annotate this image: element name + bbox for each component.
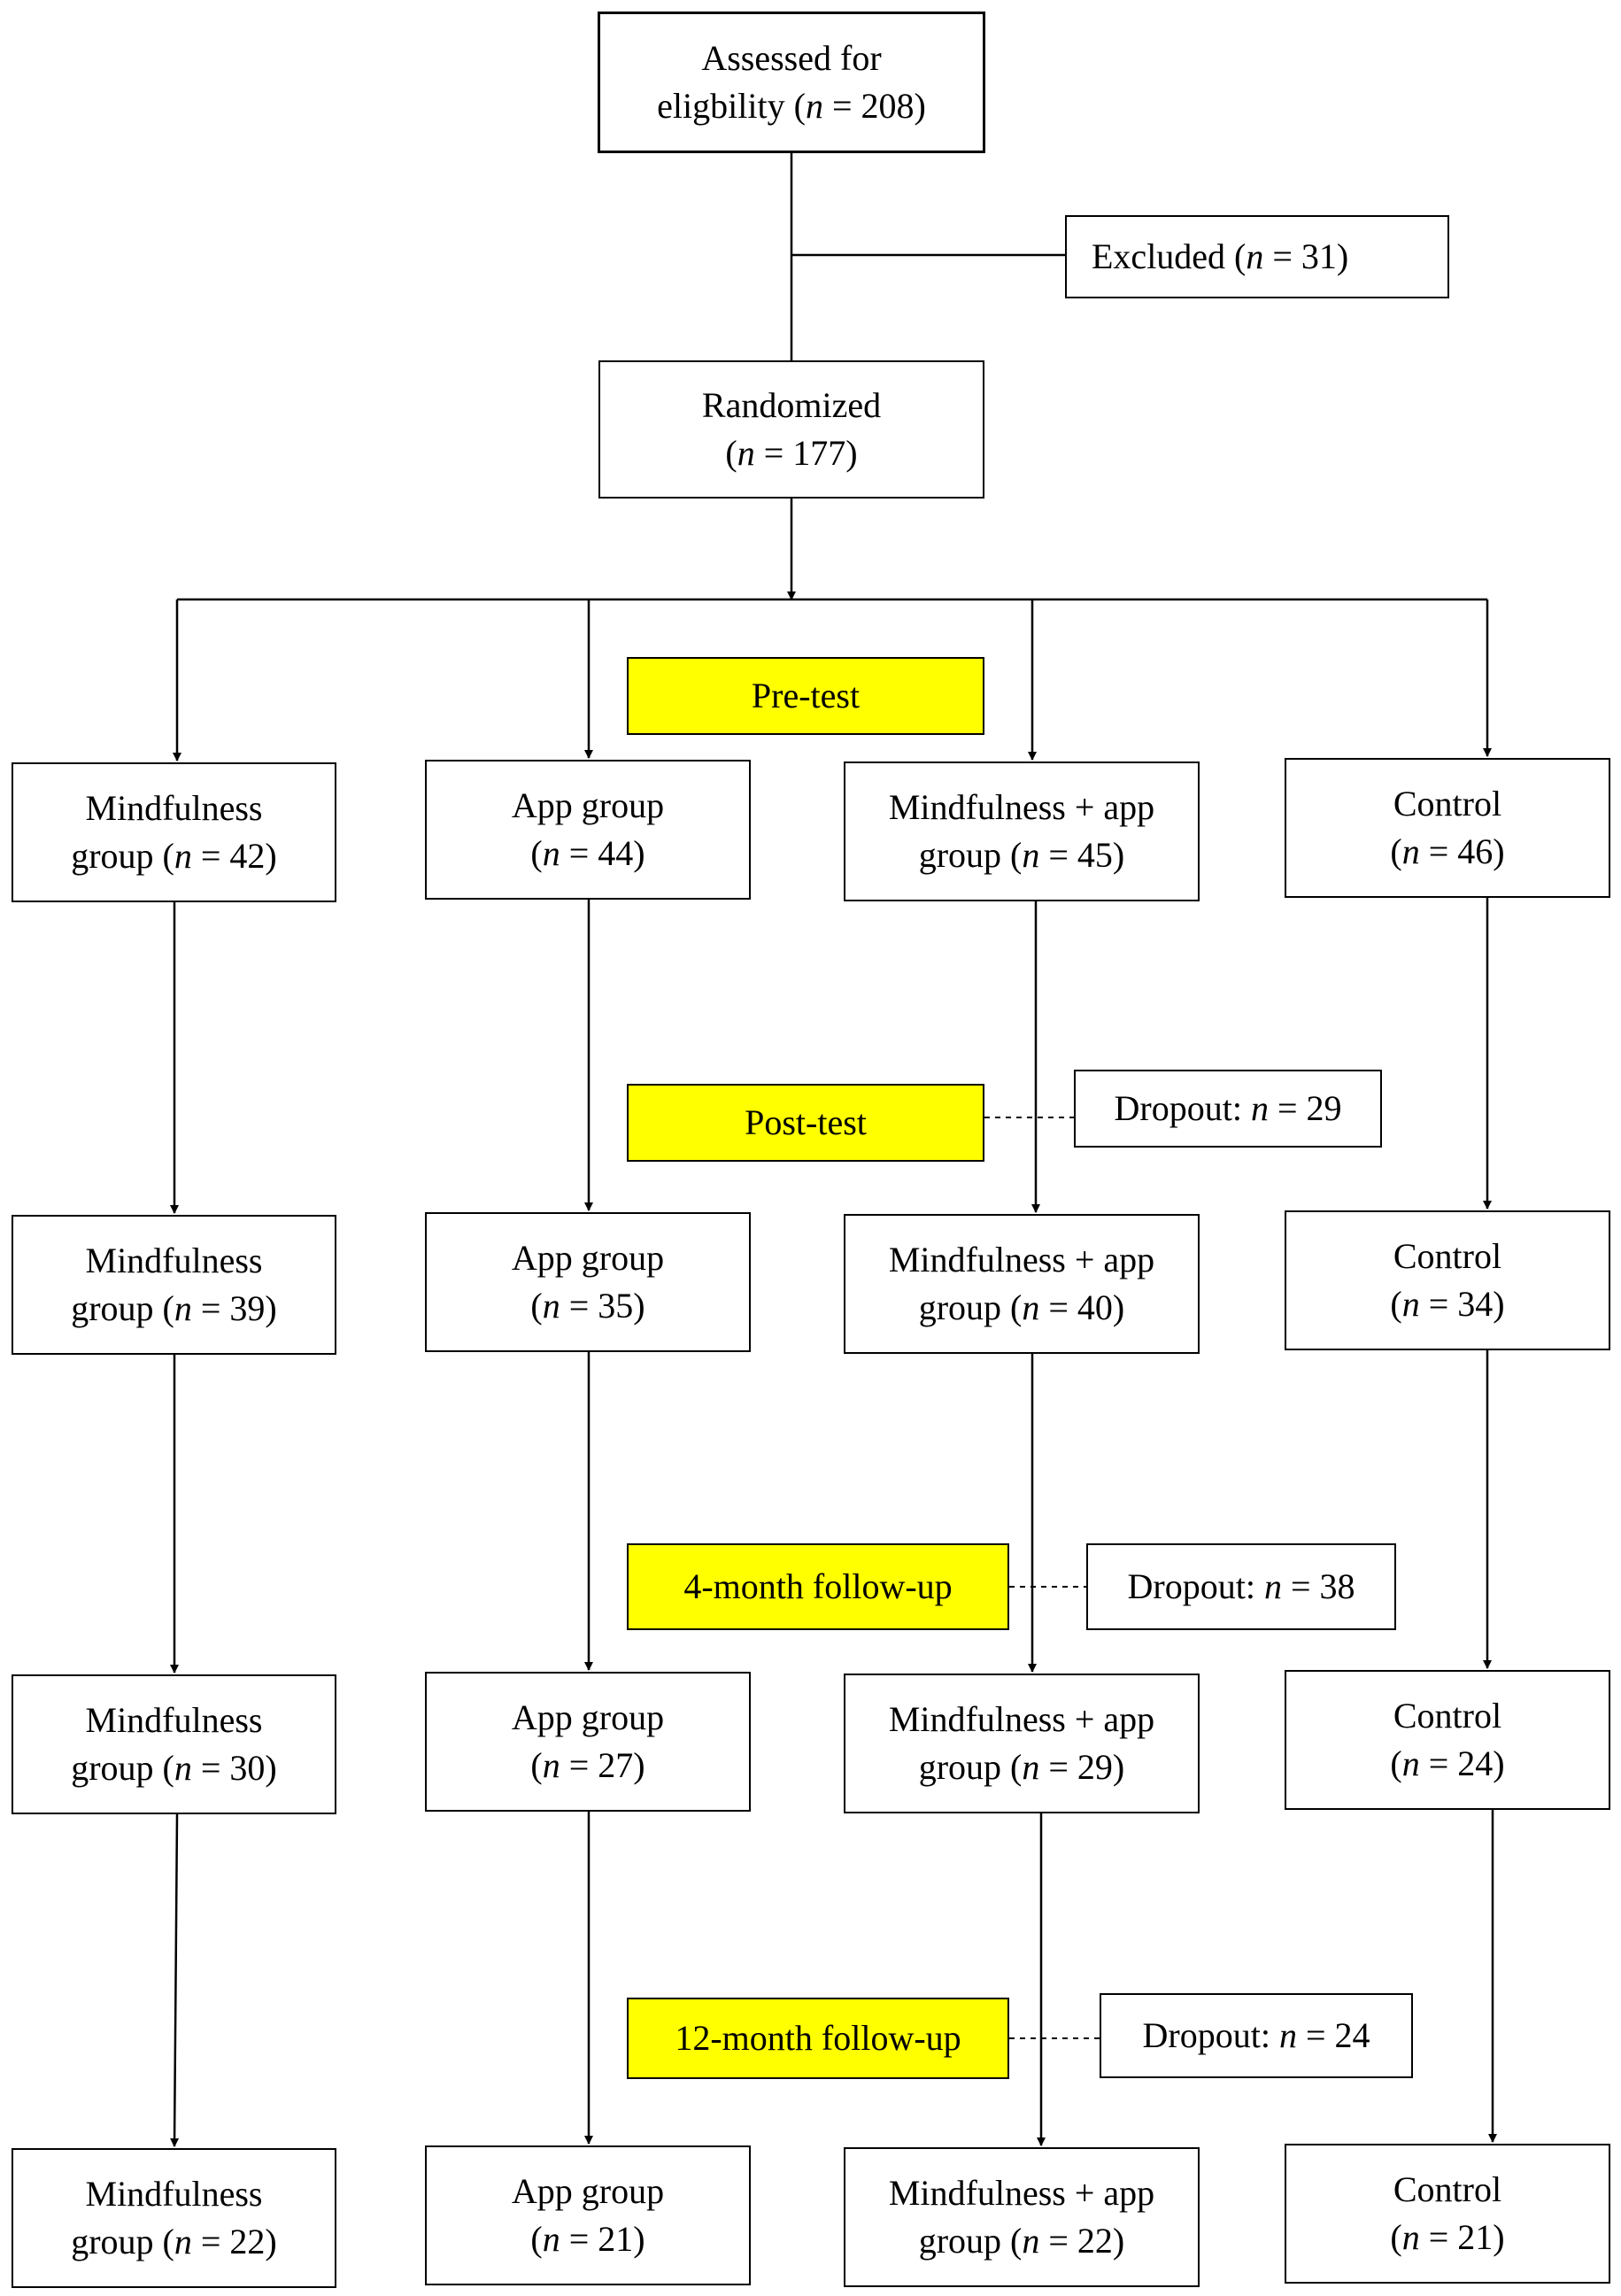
group-box-control-post: Control (n = 34)	[1285, 1210, 1610, 1350]
randomized-line1: Randomized	[701, 385, 882, 425]
group-box-mindfulness-app-12-month: Mindfulness + app group (n = 22)	[844, 2147, 1200, 2287]
group-box-mindfulness-pre: Mindfulness group (n = 42)	[12, 762, 336, 902]
excluded-label: Excluded (n = 31)	[1092, 236, 1349, 276]
group-box-app-post: App group (n = 35)	[425, 1212, 751, 1352]
group-box-app-4-month: App group (n = 27)	[425, 1672, 751, 1812]
group-box-mindfulness-app-post: Mindfulness + app group (n = 40)	[844, 1214, 1200, 1354]
randomized-box: Randomized (n = 177)	[598, 360, 984, 499]
randomized-line2: (n = 177)	[725, 433, 858, 473]
stage-12-month-followup: 12-month follow-up	[627, 1998, 1009, 2079]
stage-4-month-followup: 4-month follow-up	[627, 1543, 1009, 1630]
group-box-control-pre: Control (n = 46)	[1285, 758, 1610, 898]
excluded-box: Excluded (n = 31)	[1065, 215, 1449, 298]
dropout-4-month-box: Dropout: n = 38	[1086, 1543, 1396, 1630]
assessed-line1: Assessed for	[701, 38, 882, 78]
assessed-box: Assessed for eligbility (n = 208)	[598, 12, 985, 153]
group-box-mindfulness-4-month: Mindfulness group (n = 30)	[12, 1674, 336, 1814]
group-box-mindfulness-12-month: Mindfulness group (n = 22)	[12, 2148, 336, 2288]
stage-pretest: Pre-test	[627, 657, 984, 735]
dropout-12-month-box: Dropout: n = 24	[1100, 1993, 1413, 2078]
stage-posttest: Post-test	[627, 1084, 984, 1162]
group-box-app-12-month: App group (n = 21)	[425, 2145, 751, 2285]
group-box-mindfulness-post: Mindfulness group (n = 39)	[12, 1215, 336, 1355]
group-box-control-4-month: Control (n = 24)	[1285, 1670, 1610, 1810]
group-box-control-12-month: Control (n = 21)	[1285, 2144, 1610, 2284]
group-box-app-pre: App group (n = 44)	[425, 760, 751, 900]
group-box-mindfulness-app-4-month: Mindfulness + app group (n = 29)	[844, 1674, 1200, 1813]
dropout-post-box: Dropout: n = 29	[1074, 1070, 1382, 1148]
connector-mindfulness-4-month-to-12-month	[170, 1813, 180, 2147]
group-box-mindfulness-app-pre: Mindfulness + app group (n = 45)	[844, 761, 1200, 901]
assessed-line2: eligbility (n = 208)	[657, 86, 926, 126]
